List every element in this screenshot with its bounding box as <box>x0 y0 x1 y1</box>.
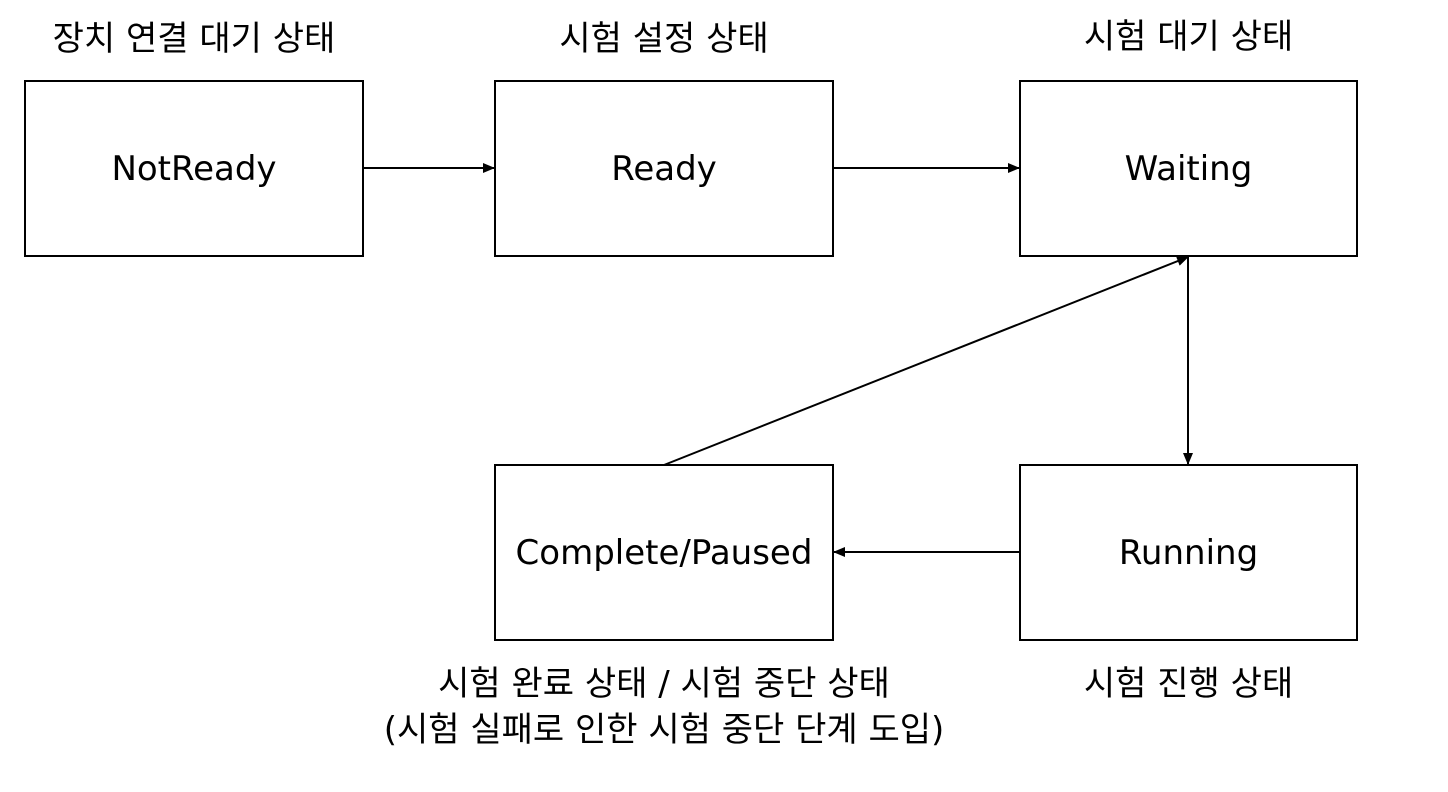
state-box-notready: NotReady <box>24 80 364 257</box>
state-box-running: Running <box>1019 464 1358 641</box>
caption-running: 시험 진행 상태 <box>1083 664 1294 704</box>
caption-complete-paused-note: (시험 실패로 인한 시험 중단 단계 도입) <box>383 710 945 750</box>
arrow-complete-to-waiting <box>663 256 1189 466</box>
caption-complete-paused: 시험 완료 상태 / 시험 중단 상태 <box>438 664 890 704</box>
caption-ready: 시험 설정 상태 <box>559 19 769 59</box>
state-box-ready: Ready <box>494 80 834 257</box>
state-name-running: Running <box>1118 532 1259 573</box>
state-name-complete-paused: Complete/Paused <box>515 532 813 573</box>
caption-notready: 장치 연결 대기 상태 <box>52 19 336 59</box>
state-name-waiting: Waiting <box>1124 148 1253 189</box>
state-box-waiting: Waiting <box>1019 80 1358 257</box>
state-box-complete-paused: Complete/Paused <box>494 464 834 641</box>
caption-waiting: 시험 대기 상태 <box>1083 17 1294 57</box>
state-name-notready: NotReady <box>111 148 277 189</box>
state-name-ready: Ready <box>611 148 717 189</box>
